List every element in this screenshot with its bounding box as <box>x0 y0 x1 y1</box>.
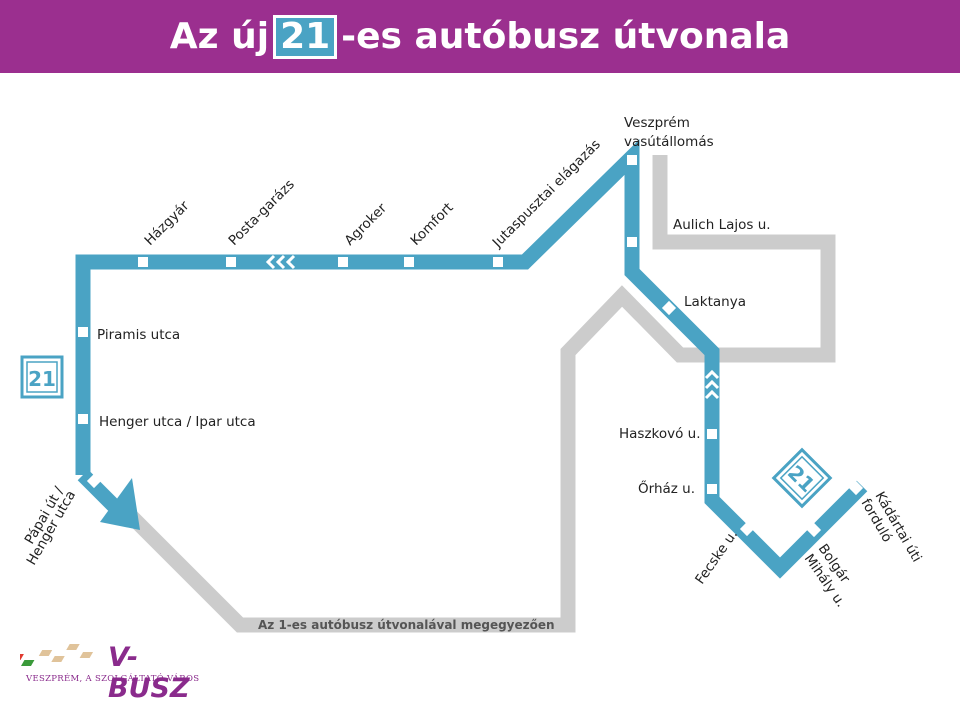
route-badge-right: 21 <box>771 447 833 509</box>
stop-marker[interactable] <box>78 414 88 424</box>
stop-label-posta: Posta-garázs <box>226 177 298 249</box>
logo-checker-icon <box>20 644 94 666</box>
stop-marker[interactable] <box>661 300 677 316</box>
route-badge-left: 21 <box>20 355 64 399</box>
stop-marker[interactable] <box>707 429 717 439</box>
stop-marker[interactable] <box>627 237 637 247</box>
stop-label-orhaz: Őrház u. <box>638 479 695 497</box>
stop-label-hazgyar: Házgyár <box>142 198 193 249</box>
stop-marker[interactable] <box>78 327 88 337</box>
direction-chevrons-left <box>265 254 296 270</box>
stop-marker[interactable] <box>226 257 236 267</box>
stop-label-aulich: Aulich Lajos u. <box>673 217 771 233</box>
stop-marker[interactable] <box>338 257 348 267</box>
logo-name: V-BUSZ <box>108 642 190 704</box>
stop-marker[interactable] <box>707 484 717 494</box>
route-badge-number: 21 <box>28 367 56 391</box>
stop-label-henger: Henger utca / Ipar utca <box>99 414 256 430</box>
stop-marker[interactable] <box>627 155 637 165</box>
stop-label-vasut-1: Veszprém <box>624 115 690 131</box>
stop-label-laktanya: Laktanya <box>684 294 746 310</box>
stop-label-komfort: Komfort <box>408 200 457 249</box>
stop-marker[interactable] <box>404 257 414 267</box>
stop-label-piramis: Piramis utca <box>97 327 180 343</box>
stop-markers <box>78 155 864 538</box>
stop-label-vasut-2: vasútállomás <box>624 134 714 150</box>
stop-label-agroker: Agroker <box>342 200 391 249</box>
shared-route-line <box>124 155 836 633</box>
title-after: -es autóbusz útvonala <box>341 16 791 57</box>
stop-label-haszkovo: Haszkovó u. <box>619 426 701 442</box>
stop-marker[interactable] <box>806 522 822 538</box>
stop-marker[interactable] <box>138 257 148 267</box>
logo-tagline: VESZPRÉM, A SZOLGÁLTATÓ VÁROS <box>26 674 200 684</box>
stop-marker[interactable] <box>86 473 102 489</box>
stop-label-fecske: Fecske u. <box>692 527 741 587</box>
page-header: Az új 21 -es autóbusz útvonala <box>0 0 960 73</box>
title-before: Az új <box>169 16 270 57</box>
title-route-badge: 21 <box>273 14 338 59</box>
stop-marker[interactable] <box>848 480 864 496</box>
shared-route-note: Az 1-es autóbusz útvonalával megegyezően <box>258 618 555 632</box>
direction-chevrons-up <box>704 369 720 400</box>
direction-arrowhead <box>100 478 140 530</box>
stop-marker[interactable] <box>493 257 503 267</box>
stop-marker[interactable] <box>739 521 755 537</box>
